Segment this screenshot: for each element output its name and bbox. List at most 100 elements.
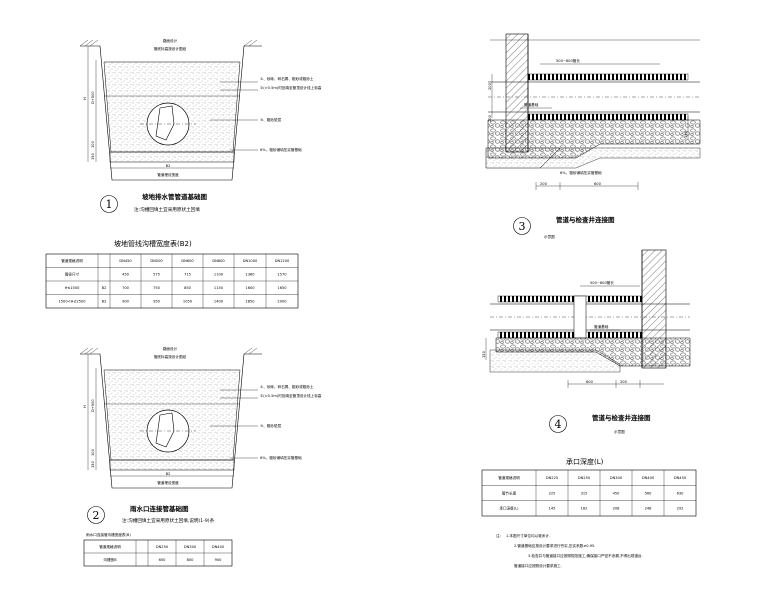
table-cell: 管节长度 — [502, 490, 517, 495]
dim-d: D+500 — [91, 399, 95, 412]
callout-2: ②(>0.5m)时回填至管顶设计线上标高 — [260, 85, 322, 90]
table-cell: 208 — [613, 507, 621, 511]
table-header-cell: DN300 — [184, 545, 197, 549]
table-cell: 1400 — [214, 300, 224, 304]
table-header-cell: DN225 — [546, 476, 558, 480]
table-title: 坡地管线沟槽宽度表(B2) — [114, 239, 192, 248]
table-cell: 315 — [581, 491, 588, 495]
table-cell: 900 — [215, 558, 223, 562]
table-header-cell: DN600 — [181, 259, 194, 263]
dim-h: H — [83, 97, 87, 100]
dim-b2: B2 — [166, 472, 171, 476]
detail-number: 1 — [106, 198, 113, 211]
table-cell: 1360 — [245, 273, 255, 277]
dim-d: D+500 — [91, 91, 95, 104]
bottom-label: 6%、粗砂铺填压实管基础 — [560, 170, 602, 175]
top-dim: 500~800管长 — [556, 58, 580, 63]
table-header-cell: DN250 — [578, 476, 591, 480]
note-line: 管道接口应按照设计要求施工. — [514, 563, 562, 568]
mid-label: 管道基础 — [594, 324, 609, 329]
table-header-cell: DN800 — [212, 259, 225, 263]
table-cell: 800 — [187, 558, 195, 562]
table-cell: 560 — [645, 491, 653, 495]
top-dim: 500~800管长 — [590, 280, 614, 285]
table-cell: 承口深度(L) — [499, 506, 519, 511]
table-cell: 292 — [677, 507, 684, 511]
dim-b: 600 — [594, 182, 602, 186]
table-cell: 1050 — [183, 300, 193, 304]
callout-4: 6%、粗砂铺填压实管基础 — [260, 455, 302, 460]
note-line: 3.检查井与管道接口应按照规范施工,确保接口严密不渗漏,不得出现错台. — [528, 553, 643, 558]
table-cell: 管径尺寸 — [65, 272, 80, 277]
dim-left-1: 200 — [488, 82, 492, 90]
detail-note: 注:沟槽回填土宜采用原状土回填,说明(1-9)条 — [122, 517, 215, 524]
detail-title: 管道与检查井连接图 — [592, 413, 651, 422]
table-cell: 225 — [549, 491, 556, 495]
table-cell: 145 — [549, 507, 556, 511]
table-header-cell: DN450 — [674, 476, 687, 480]
top-label: 路面设计 — [163, 346, 178, 351]
table-cell: 沟槽宽B — [103, 557, 117, 562]
table-cell: 162 — [581, 507, 588, 511]
table-cell: 950 — [153, 300, 161, 304]
detail-title: 管道与检查井连接图 — [556, 215, 615, 224]
detail-title: 雨水口连接管基础图 — [130, 504, 189, 513]
dim-bottom: 管道埋设宽度 — [157, 172, 179, 177]
table-cell: 1600 — [245, 286, 255, 290]
table-header-cell: 管道规格说明 — [99, 544, 121, 549]
table-cell: 630 — [677, 491, 685, 495]
dim-150: 150 — [91, 152, 95, 160]
table-cell: 650 — [159, 558, 167, 562]
table-header-cell: DN450 — [119, 259, 132, 263]
table-cell: 248 — [645, 507, 653, 511]
note-line: 2.管道基础应按设计要求进行夯实,压实系数≥0.95. — [514, 543, 595, 548]
detail-subtitle: 示意图 — [544, 234, 555, 239]
table-1: 坡地管线沟槽宽度表(B2) 管道规格说明 DN450 DN500 DN600 DN800… — [45, 239, 299, 309]
dim-100: 100 — [91, 140, 95, 148]
top-label: 路面设计 — [163, 38, 178, 43]
top-sublabel: 管底标高按设计图纸 — [154, 354, 187, 359]
table-cell: 450 — [122, 273, 130, 277]
table-cell: 750 — [153, 286, 161, 290]
detail-subtitle: 示意图 — [614, 429, 625, 434]
table-cell: 575 — [153, 273, 160, 277]
table-header-cell: 管道规格说明 — [61, 258, 83, 263]
dim-right: 150 — [684, 130, 688, 138]
note-line: 1.本图尺寸单位均以毫米计. — [506, 533, 550, 538]
detail-title: 坡地排水管管道基础图 — [142, 192, 208, 201]
dim-left: 150 — [482, 350, 486, 358]
table-header-cell: DN1200 — [275, 259, 290, 263]
dim-150: 150 — [91, 460, 95, 468]
callout-3: ③、粗砂垫层 — [260, 423, 282, 428]
table-header-cell: DN500 — [150, 259, 163, 263]
table-cell: 1100 — [214, 273, 224, 277]
dim-a: 200 — [540, 182, 548, 186]
detail-4: 500~800管长 管道基础 150 600 200 4 管道与检查井连接图 示… — [482, 249, 691, 434]
table-title: 雨水口连接管沟槽宽度表(B) — [86, 532, 131, 537]
callout-4: 6%、粗砂铺填压实管基础 — [260, 147, 302, 152]
detail-3: 500~800管长 管道基础 200 200 150 6%、粗砂铺填压实管基础 … — [485, 33, 701, 239]
callout-3: ③、粗砂垫层 — [260, 117, 282, 122]
table-cell: 2000 — [277, 300, 287, 304]
callout-1: ①、砂砾、碎石屑、粗砂或粗砂土 — [260, 384, 314, 389]
table-title: 承口深度(L) — [566, 457, 604, 466]
dim-100: 100 — [91, 448, 95, 456]
table-header-cell: DN400 — [212, 545, 225, 549]
dim-b: 200 — [620, 380, 628, 384]
table-cell: 900 — [122, 300, 130, 304]
table-header-cell: DN300 — [610, 476, 623, 480]
table-cell: 1850 — [245, 300, 255, 304]
table-cell: 1150 — [214, 286, 224, 290]
detail-1: H D+500 100 150 B2 管道埋设宽度 路面设计 管底标高按设计图纸… — [79, 38, 322, 213]
table-cell: 715 — [184, 273, 191, 277]
notes-label: 注: — [496, 533, 501, 538]
table-header-cell: 管道规格说明 — [498, 475, 520, 480]
detail-number: 3 — [519, 220, 526, 233]
table-header-cell: DN1000 — [243, 259, 258, 263]
dim-h: H — [83, 405, 87, 408]
detail-number: 4 — [555, 418, 562, 431]
table-cell: 700 — [122, 286, 130, 290]
table-cell: 850 — [184, 286, 192, 290]
